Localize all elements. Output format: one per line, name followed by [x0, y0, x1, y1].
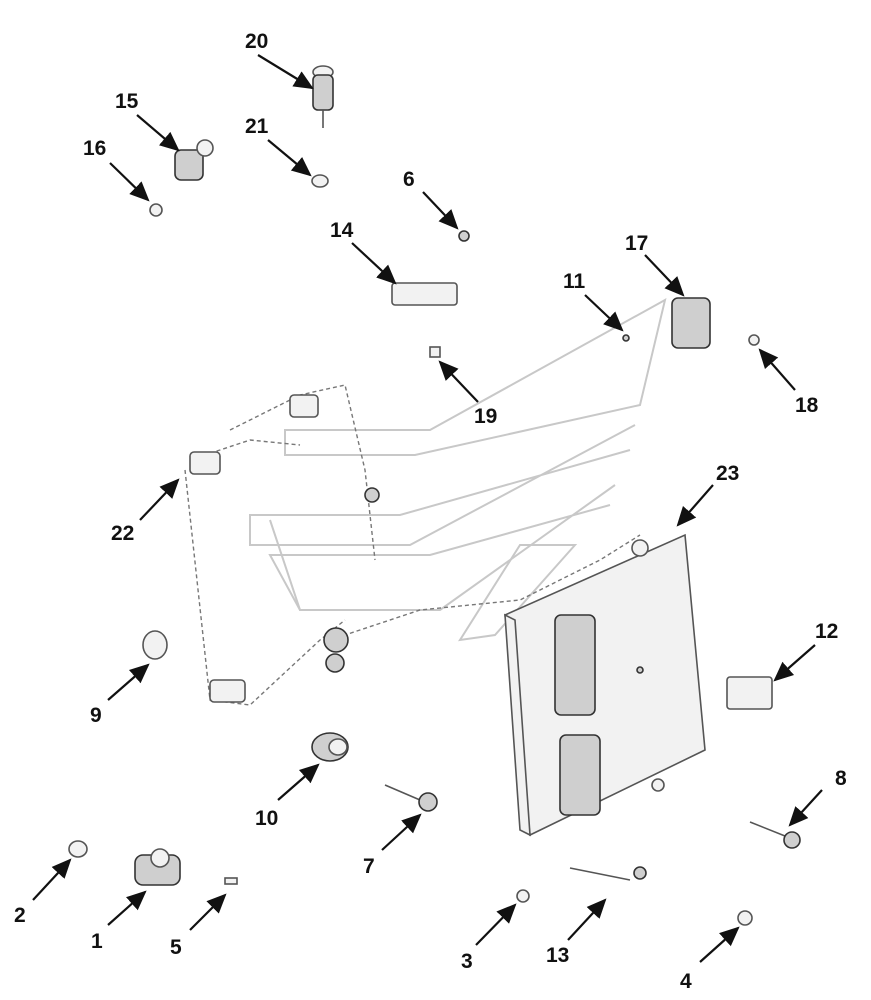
- callout-14: 14: [330, 219, 354, 242]
- callout-23: 23: [716, 462, 739, 485]
- callout-2: 2: [14, 904, 26, 927]
- part-14-bracket: [391, 282, 458, 306]
- callout-20: 20: [245, 30, 268, 53]
- part-16-nut: [149, 203, 163, 217]
- callout-3: 3: [461, 950, 473, 973]
- part-9-plug: [142, 630, 168, 660]
- callout-21: 21: [245, 115, 269, 138]
- part-1-connector: [134, 848, 181, 886]
- part-18-nut: [748, 334, 760, 346]
- callout-1: 1: [91, 930, 103, 953]
- callout-labels: 20 15 21 16 6 14 17 11 18 19 23 22 12 9 …: [14, 30, 847, 993]
- part-12-bracket: [726, 676, 773, 710]
- part-8-sensor: [749, 821, 801, 849]
- callout-5: 5: [170, 936, 182, 959]
- callout-13: 13: [546, 944, 569, 967]
- part-21-ring: [311, 174, 329, 188]
- part-19-clip: [429, 346, 441, 358]
- callout-19: 19: [474, 405, 497, 428]
- part-7-sensor: [384, 784, 438, 812]
- control-module-part-23: [504, 533, 706, 837]
- part-13-sensor: [569, 866, 647, 881]
- callout-15: 15: [115, 90, 139, 113]
- part-3-nut: [516, 889, 530, 903]
- callout-9: 9: [90, 704, 102, 727]
- watermark-logo: [249, 298, 667, 642]
- callout-8: 8: [835, 767, 847, 790]
- callout-4: 4: [680, 970, 692, 993]
- callout-12: 12: [815, 620, 838, 643]
- callout-7: 7: [363, 855, 375, 878]
- leader-arrows: [32, 54, 823, 963]
- part-17-connector: [671, 297, 711, 349]
- callout-18: 18: [795, 394, 819, 417]
- part-11-nut: [622, 334, 630, 342]
- callout-17: 17: [625, 232, 648, 255]
- callout-10: 10: [255, 807, 278, 830]
- callout-11: 11: [563, 270, 586, 293]
- part-15-sensor: [174, 139, 214, 181]
- wiring-harness-part-22: [184, 384, 641, 706]
- callout-16: 16: [83, 137, 106, 160]
- part-5-screw: [224, 877, 238, 885]
- callout-22: 22: [111, 522, 134, 545]
- part-20-injector: [312, 65, 334, 128]
- callout-6: 6: [403, 168, 415, 191]
- part-2-cap: [68, 840, 88, 858]
- part-4-nut: [737, 910, 753, 926]
- part-10-bushing: [311, 732, 349, 762]
- part-6-nut: [458, 230, 470, 242]
